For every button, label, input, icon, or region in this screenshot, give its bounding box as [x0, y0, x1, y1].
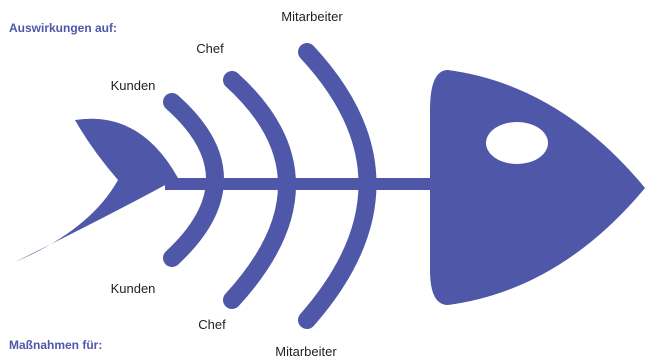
fish-tail: [15, 118, 178, 262]
top-label-chef: Chef: [196, 41, 224, 56]
top-label-kunden: Kunden: [110, 78, 156, 93]
effects-heading: Auswirkungen auf:: [9, 21, 118, 35]
rib-kunden: [163, 93, 224, 267]
fish-head: [430, 70, 645, 305]
fish-eye: [486, 122, 548, 164]
bottom-label-mitarbeiter: Mitarbeiter: [275, 344, 337, 359]
top-label-mitarbeiter: Mitarbeiter: [281, 9, 343, 24]
rib-mitarbeiter: [298, 43, 377, 329]
measures-heading: Maßnahmen für:: [9, 338, 103, 352]
bottom-label-chef: Chef: [198, 317, 226, 332]
bottom-label-kunden: Kunden: [110, 281, 156, 296]
rib-chef: [223, 71, 296, 309]
